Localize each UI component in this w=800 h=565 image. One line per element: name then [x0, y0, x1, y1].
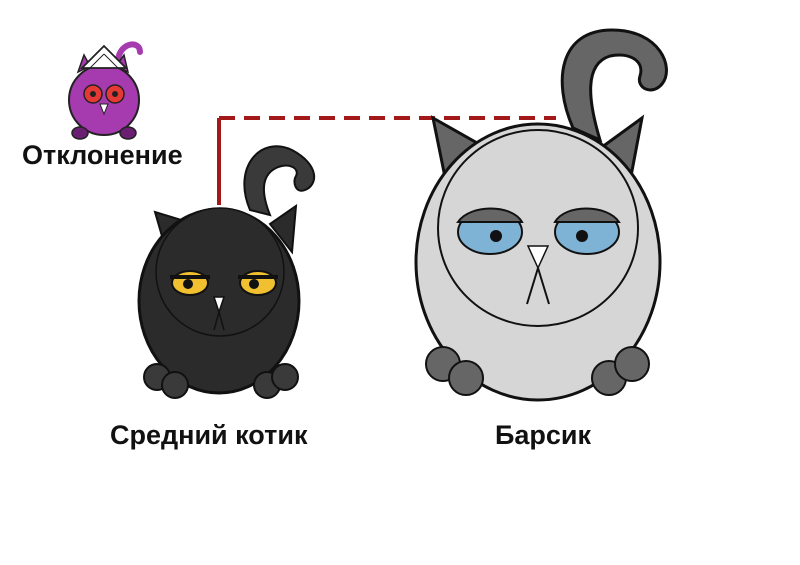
deviation-bracket — [217, 116, 556, 205]
average-cat-label: Средний котик — [110, 420, 308, 450]
average-cat-icon — [137, 145, 316, 399]
barsik-cat-icon — [414, 28, 668, 402]
paper-hat-icon — [79, 44, 129, 69]
deviation-label: Отклонение — [22, 140, 183, 170]
mascot-icon — [68, 41, 143, 140]
barsik-label: Барсик — [495, 420, 592, 450]
